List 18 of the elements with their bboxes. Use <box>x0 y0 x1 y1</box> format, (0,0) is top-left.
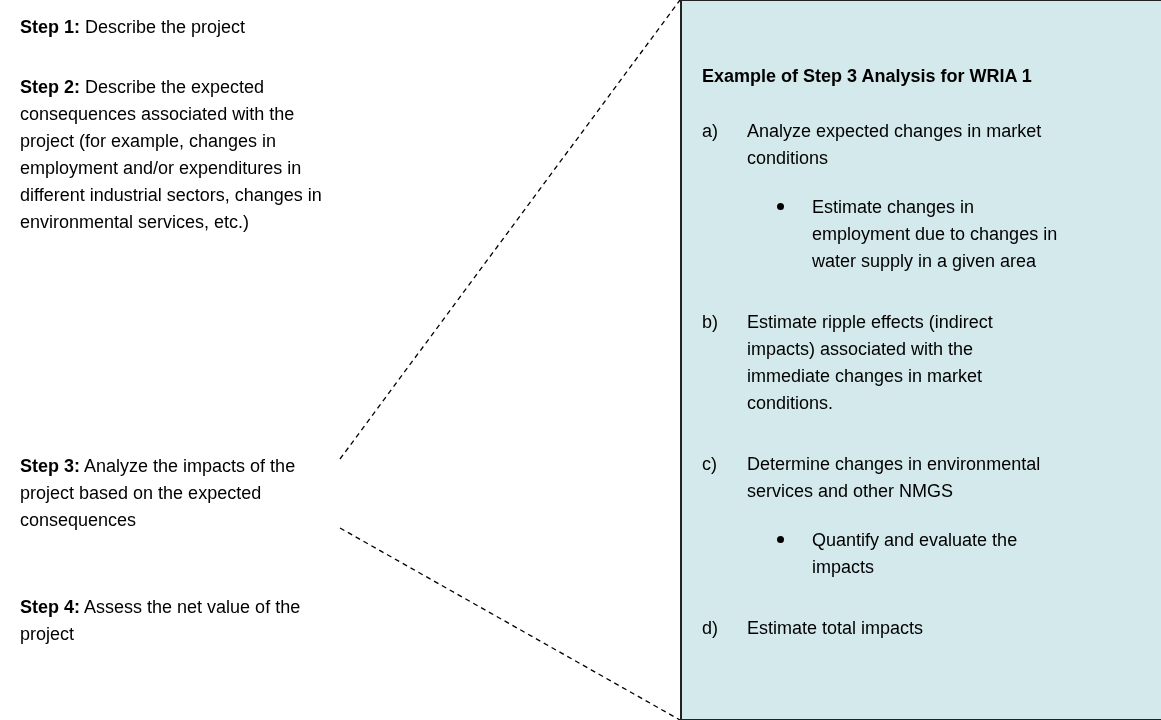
dashed-connector <box>339 0 681 460</box>
panel-heading: Example of Step 3 Analysis for WRIA 1 <box>702 65 1033 88</box>
list-marker: c) <box>702 453 718 476</box>
example-panel <box>680 0 1161 720</box>
bullet-item: Estimate changes in employment due to changes in water supply in a given area <box>812 196 1059 273</box>
dashed-connector <box>339 527 681 720</box>
step-text: Step 2: Describe the expected consequences associated with the project (for example, changes in employment and/or expenditures in different industrial sectors, changes in environmental services, etc.) <box>20 76 323 234</box>
step-text: Step 3: Analyze the impacts of the project based on the expected consequences <box>20 455 297 532</box>
step-text: Step 4: Assess the net value of the project <box>20 596 302 646</box>
list-item: Estimate total impacts <box>747 617 924 640</box>
list-item: Analyze expected changes in market conditions <box>747 120 1043 170</box>
list-marker: b) <box>702 311 719 334</box>
step-text: Step 1: Describe the project <box>20 16 247 39</box>
list-marker: a) <box>702 120 719 143</box>
list-item: Determine changes in environmental services and other NMGS <box>747 453 1042 503</box>
list-item: Estimate ripple effects (indirect impacts) associated with the immediate changes in market conditions. <box>747 311 994 415</box>
bullet-item: Quantify and evaluate the impacts <box>812 529 1019 579</box>
list-marker: d) <box>702 617 719 640</box>
